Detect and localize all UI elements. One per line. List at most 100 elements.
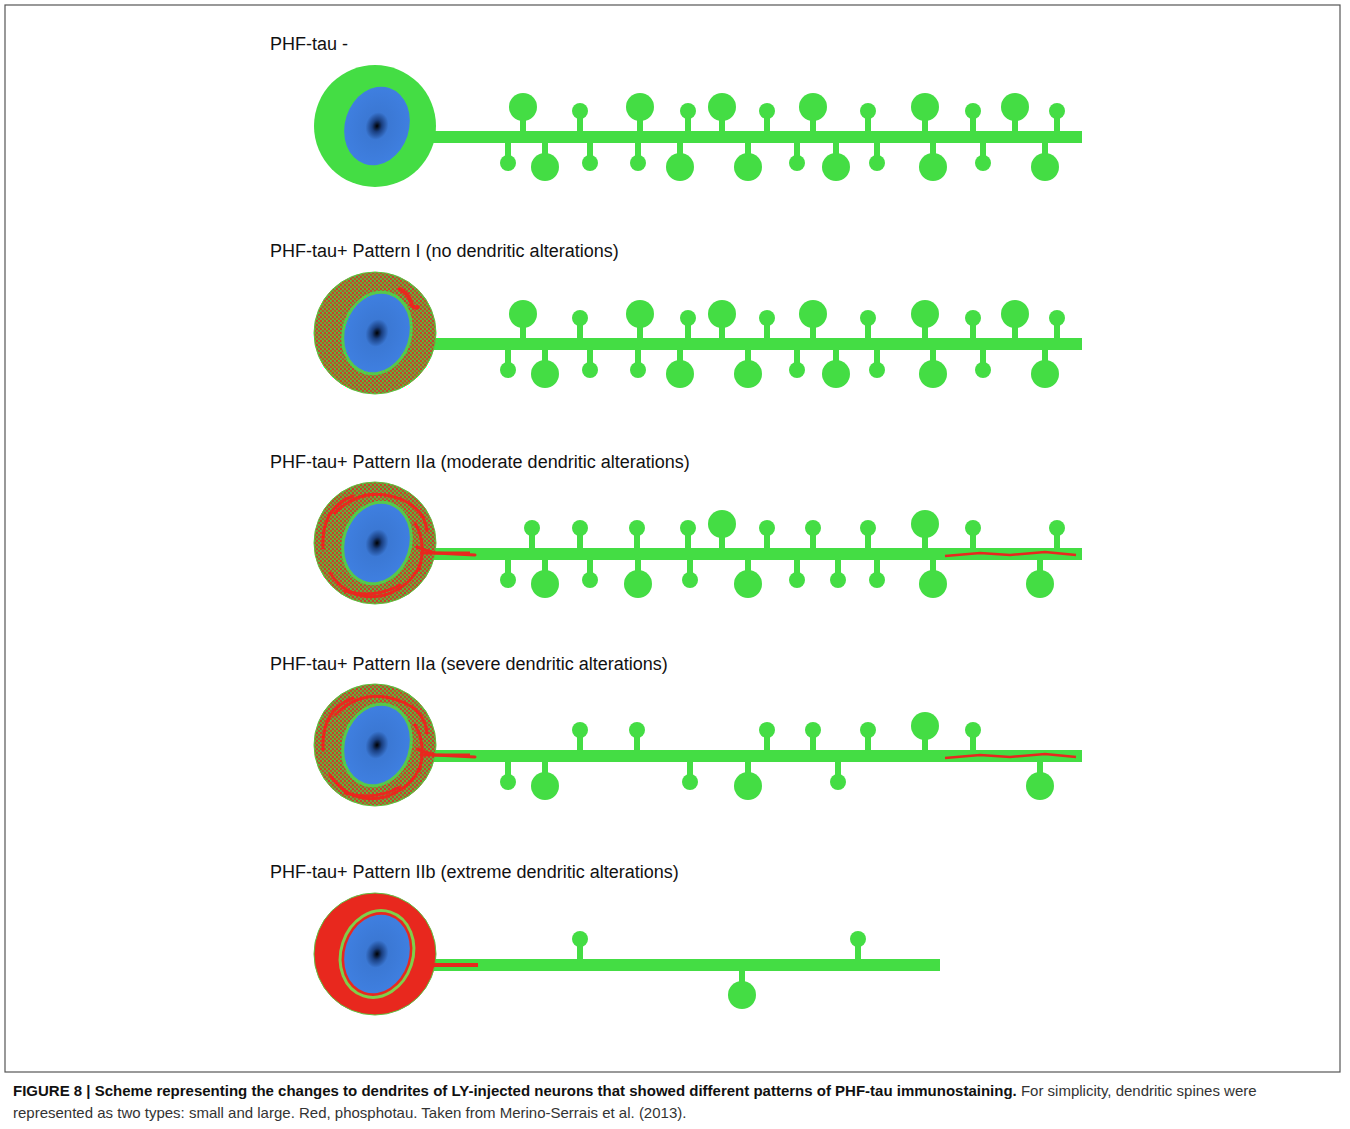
large-spine (708, 93, 736, 121)
neuron (314, 272, 1082, 394)
phosphotau (417, 547, 475, 555)
small-spine (965, 520, 981, 536)
large-spine (734, 570, 762, 598)
large-spine (509, 300, 537, 328)
large-spine (626, 300, 654, 328)
large-spine (509, 93, 537, 121)
phosphotau (335, 696, 427, 733)
small-spine (759, 520, 775, 536)
phosphotau (330, 565, 420, 597)
small-spine (805, 520, 821, 536)
small-spine (965, 722, 981, 738)
small-spine (572, 722, 588, 738)
large-spine (1001, 93, 1029, 121)
large-spine (919, 570, 947, 598)
small-spine (869, 362, 885, 378)
small-spine (680, 520, 696, 536)
large-spine (626, 93, 654, 121)
neuron (314, 684, 1082, 806)
large-spine (624, 570, 652, 598)
phosphotau (420, 754, 470, 757)
large-spine (734, 153, 762, 181)
small-spine (975, 155, 991, 171)
phosphotau (323, 496, 353, 548)
large-spine (734, 360, 762, 388)
small-spine (805, 722, 821, 738)
nucleus-rim (330, 281, 423, 384)
neuron (314, 893, 940, 1015)
small-spine (682, 774, 698, 790)
large-spine (919, 153, 947, 181)
large-spine (1026, 772, 1054, 800)
figure-frame (5, 5, 1340, 1072)
small-spine (500, 155, 516, 171)
large-spine (531, 772, 559, 800)
nucleus (334, 495, 420, 591)
small-spine (572, 103, 588, 119)
large-spine (1026, 570, 1054, 598)
small-spine (860, 520, 876, 536)
small-spine (965, 103, 981, 119)
large-spine (531, 570, 559, 598)
small-spine (860, 310, 876, 326)
small-spine (975, 362, 991, 378)
phosphotau (330, 767, 420, 799)
small-spine (1049, 103, 1065, 119)
large-spine (666, 360, 694, 388)
small-spine (572, 931, 588, 947)
small-spine (1049, 310, 1065, 326)
phosphotau (420, 552, 470, 555)
small-spine (572, 310, 588, 326)
nucleus (334, 285, 420, 381)
small-spine (582, 572, 598, 588)
small-spine (759, 103, 775, 119)
figure-caption: FIGURE 8 | Scheme representing the chang… (13, 1080, 1333, 1124)
small-spine (789, 155, 805, 171)
large-spine (1001, 300, 1029, 328)
small-spine (629, 722, 645, 738)
small-spine (965, 310, 981, 326)
small-spine (869, 572, 885, 588)
small-spine (759, 310, 775, 326)
figure-title: FIGURE 8 | Scheme representing the chang… (13, 1082, 1017, 1099)
phosphotau (400, 289, 418, 308)
small-spine (582, 155, 598, 171)
small-spine (789, 362, 805, 378)
phosphotau (945, 754, 1076, 758)
small-spine (850, 931, 866, 947)
large-spine (708, 510, 736, 538)
phosphotau (420, 963, 478, 967)
small-spine (500, 362, 516, 378)
soma (314, 893, 436, 1015)
phosphotau (323, 698, 353, 750)
panel-heading: PHF-tau+ Pattern IIa (moderate dendritic… (270, 452, 690, 473)
small-spine (680, 103, 696, 119)
soma (314, 65, 436, 187)
soma (314, 272, 436, 394)
panel-heading: PHF-tau - (270, 34, 348, 55)
small-spine (860, 103, 876, 119)
phosphotau (345, 585, 400, 594)
panel-heading: PHF-tau+ Pattern IIa (severe dendritic a… (270, 654, 668, 675)
large-spine (531, 360, 559, 388)
phosphotau (335, 494, 427, 531)
small-spine (524, 520, 540, 536)
large-spine (799, 300, 827, 328)
nucleus (334, 78, 420, 174)
small-spine (629, 520, 645, 536)
small-spine (500, 774, 516, 790)
dendrite (420, 959, 940, 971)
neuron (314, 65, 1082, 187)
large-spine (911, 712, 939, 740)
large-spine (799, 93, 827, 121)
neuron (314, 482, 1082, 604)
large-spine (728, 981, 756, 1009)
small-spine (830, 572, 846, 588)
large-spine (911, 93, 939, 121)
large-spine (919, 360, 947, 388)
small-spine (680, 310, 696, 326)
small-spine (830, 774, 846, 790)
small-spine (630, 155, 646, 171)
large-spine (734, 772, 762, 800)
